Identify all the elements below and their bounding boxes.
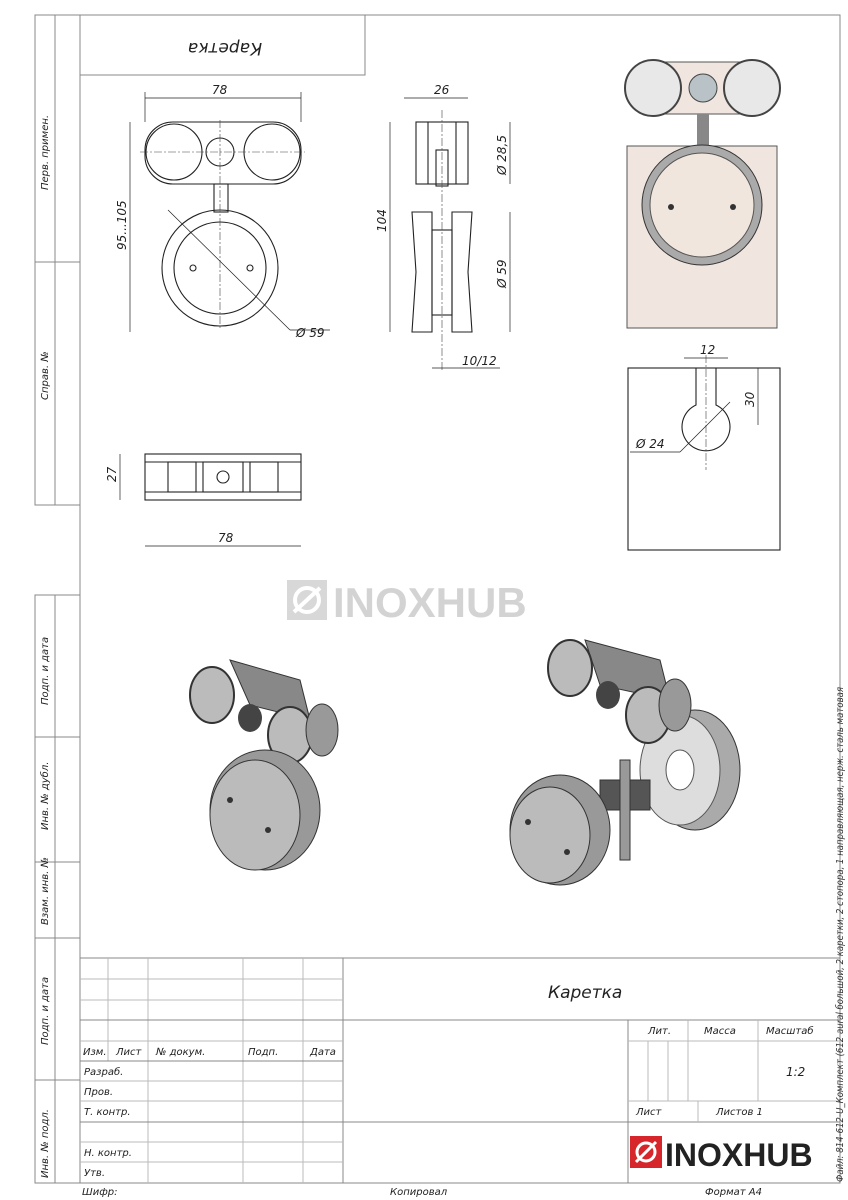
dim-top-height: 27 <box>105 466 119 482</box>
footer-format: Формат A4 <box>705 1187 762 1198</box>
dim-slot-dia: Ø 24 <box>635 437 665 451</box>
dim-side-top: 26 <box>434 83 450 97</box>
header-list: Лист <box>115 1047 143 1058</box>
side-stamp: Перв. примен. Справ. № Подп. и дата Инв.… <box>34 14 81 1184</box>
label-masshtab: Масштаб <box>766 1025 814 1037</box>
label-sheet: Лист <box>635 1107 663 1118</box>
role-t-kontr: Т. контр. <box>84 1107 131 1118</box>
side-view <box>389 97 511 370</box>
header-data: Дата <box>309 1047 336 1058</box>
label-vzam-inv: Взам. инв. № <box>40 857 51 925</box>
title-block <box>80 957 840 1183</box>
top-title-box: Каретка <box>80 15 366 76</box>
scale-value: 1:2 <box>786 1065 805 1079</box>
dim-slot-depth: 30 <box>743 391 757 407</box>
dim-slot-width: 12 <box>700 343 715 357</box>
label-sprav-no: Справ. № <box>40 351 51 400</box>
label-inv-dubl: Инв. № дубл. <box>39 762 51 830</box>
inoxhub-logo: INOXHUB <box>630 1136 813 1173</box>
dim-front-diameter: Ø 59 <box>295 326 325 340</box>
label-massa: Масса <box>704 1026 736 1037</box>
watermark: INOXHUB <box>287 579 527 626</box>
top-view <box>119 453 302 547</box>
dim-front-width: 78 <box>212 83 228 97</box>
header-podp: Подп. <box>248 1047 278 1058</box>
iso-render-left <box>189 659 339 871</box>
title-block-title: Каретка <box>548 983 622 1003</box>
label-sheets: Листов 1 <box>715 1107 763 1118</box>
file-caption: Файл: 814-612-U_Комплект (612 aural боль… <box>835 687 846 1182</box>
label-podp-data-2: Подп. и дата <box>40 977 51 1045</box>
footer-kopiroval: Копировал <box>390 1187 448 1198</box>
watermark-text: INOXHUB <box>333 579 527 626</box>
role-razrab: Разраб. <box>84 1066 123 1078</box>
header-izm: Изм. <box>83 1047 107 1058</box>
iso-render-right <box>509 639 741 886</box>
dim-front-height: 95...105 <box>115 200 129 250</box>
label-lit: Лит. <box>647 1026 671 1037</box>
front-view <box>129 92 330 332</box>
slot-detail <box>627 355 781 551</box>
top-box-title: Каретка <box>188 38 262 58</box>
label-perv-primen: Перв. примен. <box>40 115 51 190</box>
render-front <box>624 59 781 329</box>
dim-side-roller-dia: Ø 28,5 <box>495 135 509 176</box>
label-inv-podl: Инв. № подл. <box>40 1109 51 1178</box>
footer-shifr: Шифр: <box>82 1187 117 1198</box>
logo-text: INOXHUB <box>665 1137 813 1173</box>
dim-top-width: 78 <box>218 531 234 545</box>
header-doc-no: № докум. <box>155 1047 205 1058</box>
role-n-kontr: Н. контр. <box>84 1148 132 1159</box>
label-podp-data-1: Подп. и дата <box>40 637 51 705</box>
role-utv: Утв. <box>84 1168 105 1179</box>
dim-side-height: 104 <box>375 209 389 232</box>
role-prov: Пров. <box>84 1087 113 1098</box>
dim-side-wheel-dia: Ø 59 <box>495 259 509 289</box>
dim-side-thickness: 10/12 <box>462 354 497 368</box>
